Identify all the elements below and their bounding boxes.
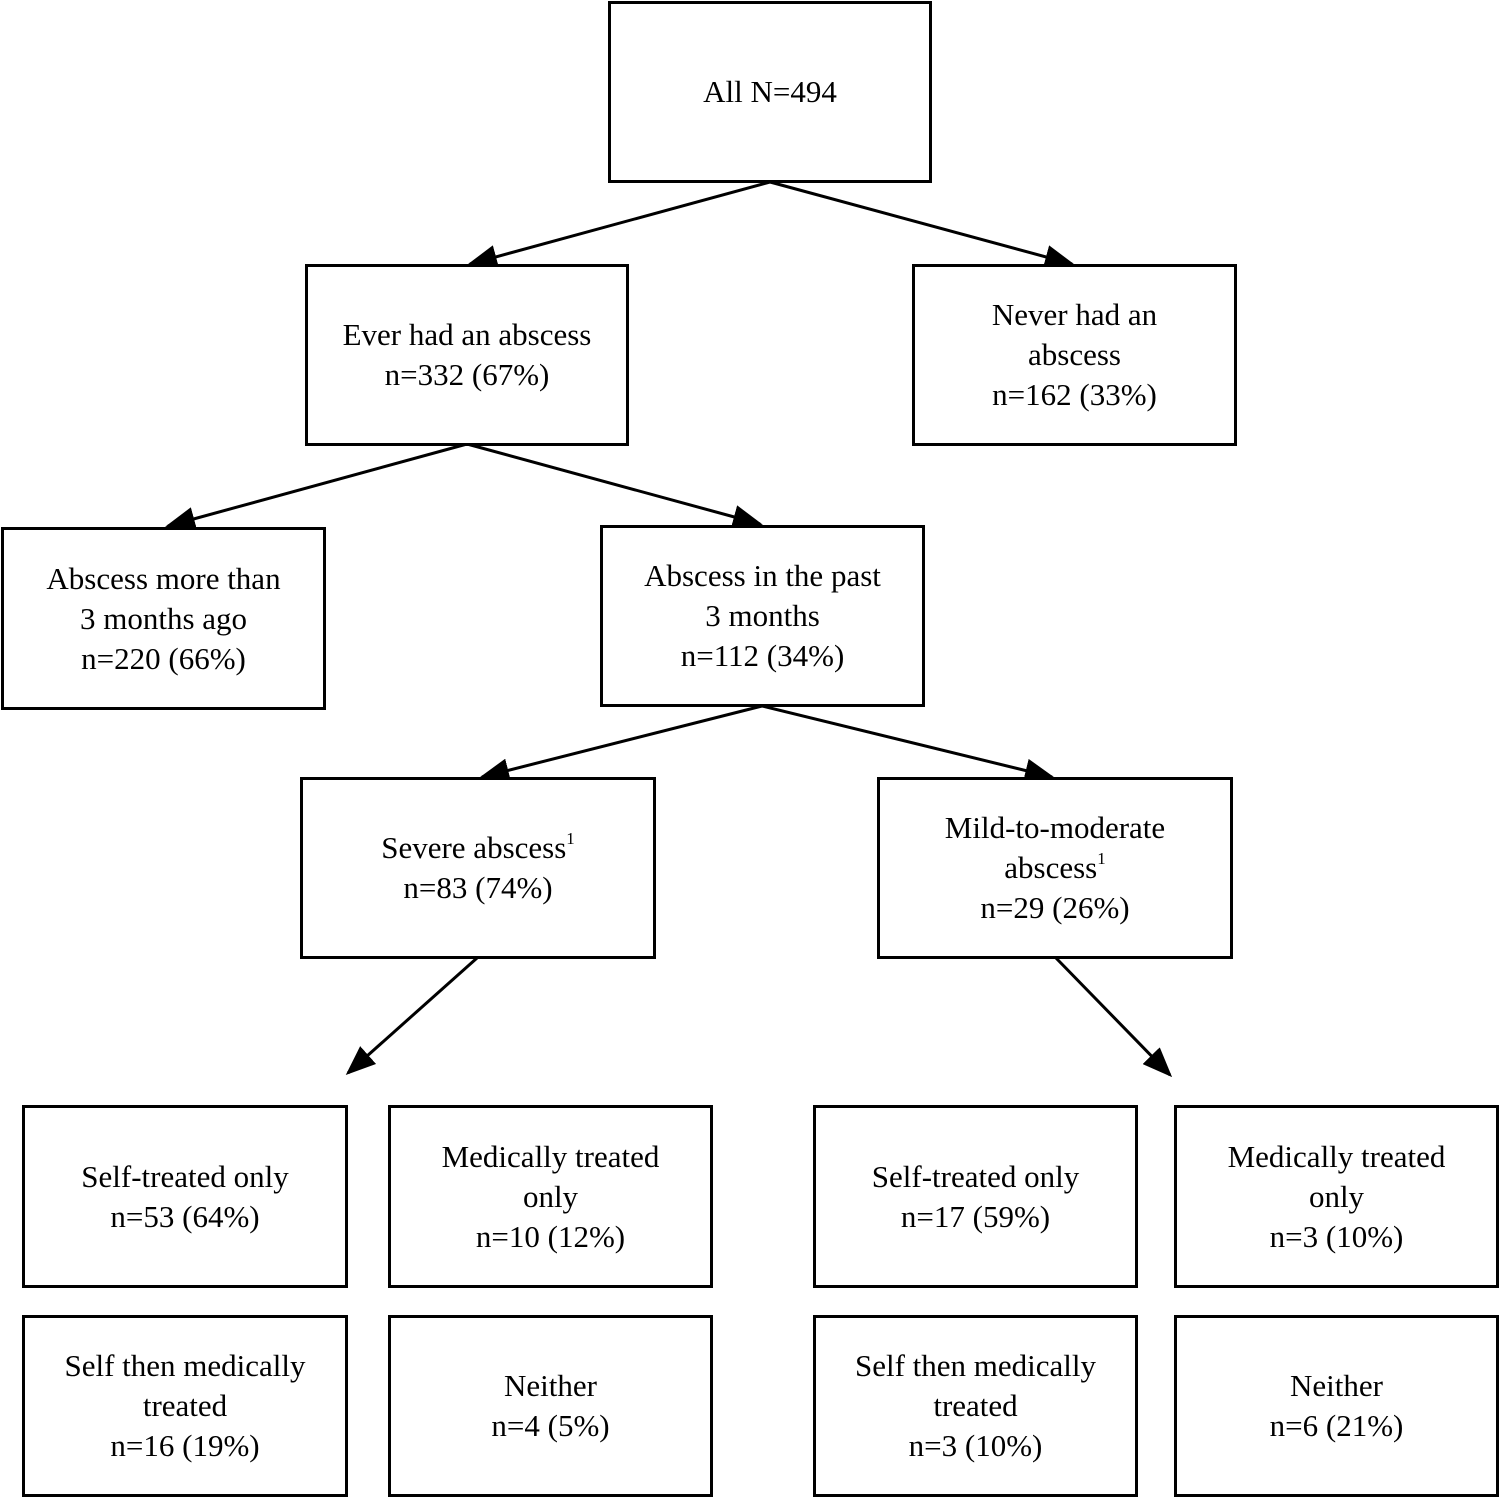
node-text: Medically treated	[1227, 1138, 1446, 1174]
node-text: Severe abscess1	[381, 828, 575, 868]
arrow-all-to-ever	[467, 180, 771, 269]
node-text: treated	[142, 1388, 228, 1423]
node-mild-to-moderate-abscess: Mild-to-moderate abscess1 n=29 (26%)	[877, 777, 1233, 959]
arrow-mild-to-outcomes	[1054, 956, 1173, 1078]
node-abscess-more-than-3-months: Abscess more than 3 months ago n=220 (66…	[1, 527, 326, 710]
node-severe-self-then-medically-treated: Self then medically treated n=16 (19%)	[22, 1315, 348, 1497]
node-text: All N=494	[703, 74, 837, 109]
node-mild-neither: Neither n=6 (21%)	[1174, 1315, 1499, 1497]
node-text: 3 months	[705, 598, 820, 633]
footnote-marker: 1	[566, 829, 575, 848]
node-mild-self-treated-only: Self-treated only n=17 (59%)	[813, 1105, 1138, 1288]
node-text: Self-treated only	[81, 1158, 289, 1194]
node-severe-self-treated-only: Self-treated only n=53 (64%)	[22, 1105, 348, 1288]
node-text: treated	[933, 1388, 1018, 1423]
arrow-ever-to-more3	[165, 442, 468, 531]
node-abscess-past-3-months: Abscess in the past 3 months n=112 (34%)	[600, 525, 925, 707]
node-text: Self then medically	[854, 1348, 1097, 1383]
node-count: n=6 (21%)	[1269, 1408, 1404, 1443]
node-text: Self-treated only	[871, 1158, 1080, 1194]
arrow-severe-to-outcomes	[345, 956, 478, 1075]
node-text: Abscess in the past	[644, 558, 881, 593]
node-count: n=220 (66%)	[81, 640, 246, 676]
node-text: Abscess more than	[46, 560, 281, 596]
node-label: abscess	[1004, 850, 1098, 885]
arrow-past3-to-severe	[479, 704, 763, 782]
node-ever-had-abscess: Ever had an abscess n=332 (67%)	[305, 264, 629, 446]
node-text: 3 months ago	[79, 600, 248, 636]
node-text: abscess	[1028, 337, 1121, 372]
node-text: Medically treated	[441, 1138, 660, 1174]
node-text: Mild-to-moderate	[944, 810, 1166, 845]
node-count: n=3 (10%)	[1269, 1218, 1404, 1254]
node-text: only	[522, 1178, 579, 1214]
node-label: Severe abscess	[381, 830, 567, 865]
node-text: Neither	[504, 1368, 597, 1403]
arrow-ever-to-past3	[466, 442, 763, 529]
node-count: n=10 (12%)	[475, 1218, 626, 1254]
node-count: n=53 (64%)	[110, 1198, 260, 1234]
node-count: n=83 (74%)	[403, 870, 553, 905]
node-never-had-abscess: Never had an abscess n=162 (33%)	[912, 264, 1237, 446]
node-count: n=112 (34%)	[680, 638, 845, 673]
node-text: Neither	[1290, 1368, 1383, 1403]
node-text: Self then medically	[64, 1348, 306, 1383]
node-text: Ever had an abscess	[342, 317, 592, 352]
node-count: n=16 (19%)	[110, 1428, 260, 1463]
node-severe-abscess: Severe abscess1 n=83 (74%)	[300, 777, 656, 959]
node-count: n=29 (26%)	[980, 890, 1130, 925]
node-mild-self-then-medically-treated: Self then medically treated n=3 (10%)	[813, 1315, 1138, 1497]
node-severe-medically-treated-only: Medically treated only n=10 (12%)	[388, 1105, 713, 1288]
node-count: n=17 (59%)	[900, 1198, 1051, 1234]
node-all: All N=494	[608, 1, 932, 183]
node-text: only	[1308, 1178, 1365, 1214]
node-count: n=3 (10%)	[908, 1428, 1043, 1463]
node-text: abscess1	[1004, 848, 1105, 888]
node-text: Never had an	[991, 297, 1158, 332]
node-mild-medically-treated-only: Medically treated only n=3 (10%)	[1174, 1105, 1499, 1288]
arrow-all-to-never	[769, 180, 1075, 269]
node-count: n=4 (5%)	[491, 1408, 610, 1443]
node-count: n=332 (67%)	[384, 357, 550, 392]
footnote-marker: 1	[1097, 849, 1106, 868]
node-severe-neither: Neither n=4 (5%)	[388, 1315, 713, 1497]
node-count: n=162 (33%)	[992, 377, 1157, 412]
arrow-past3-to-mild	[761, 704, 1055, 783]
